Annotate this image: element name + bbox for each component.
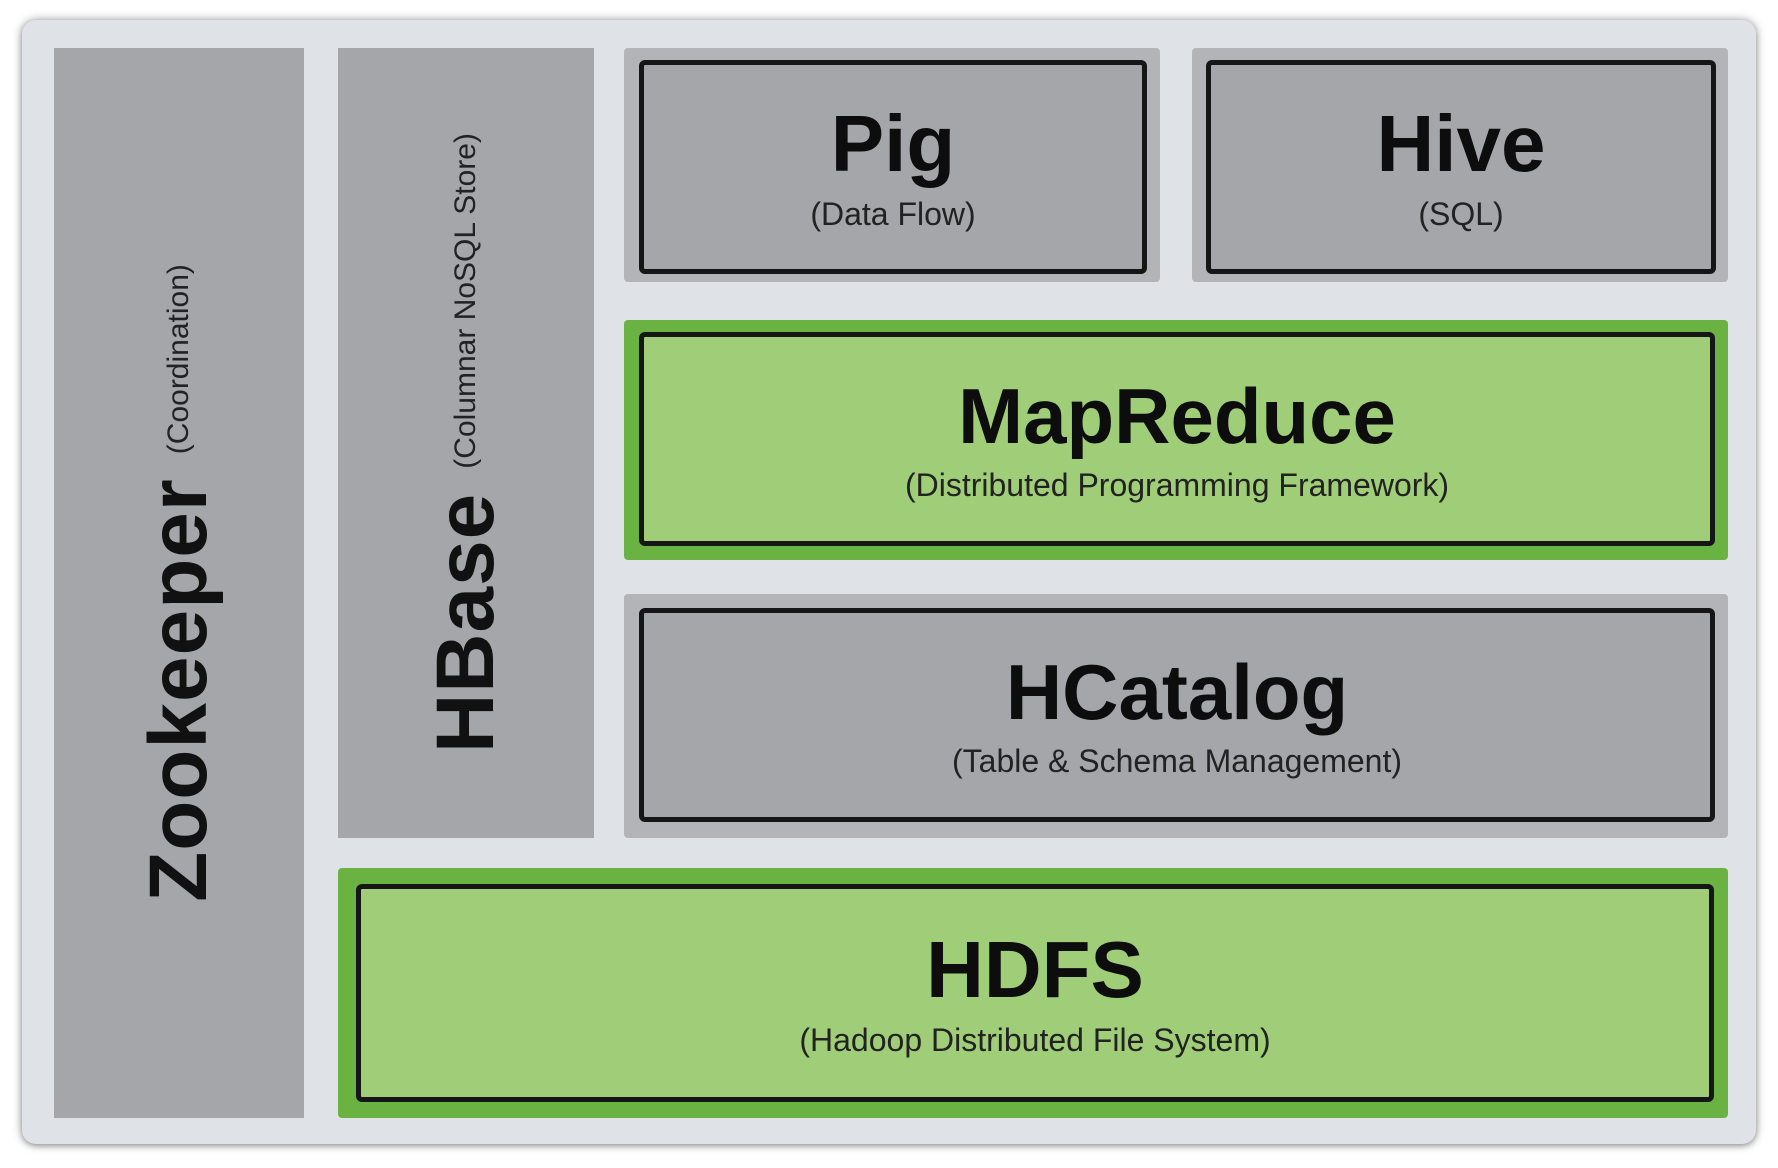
hive-subtitle: (SQL) <box>1418 196 1504 232</box>
mapreduce-block: MapReduce (Distributed Programming Frame… <box>639 332 1715 546</box>
pig-title: Pig <box>830 99 956 188</box>
hbase-title: HBase <box>420 492 511 753</box>
mapreduce-block-frame: MapReduce (Distributed Programming Frame… <box>624 320 1728 560</box>
zookeeper-label-group: Zookeeper (Coordination) <box>132 264 226 902</box>
hadoop-ecosystem-diagram: Zookeeper (Coordination) HBase (Columnar… <box>22 20 1756 1144</box>
zookeeper-subtitle: (Coordination) <box>162 264 195 455</box>
hdfs-title: HDFS <box>926 925 1144 1014</box>
hbase-subtitle: (Columnar NoSQL Store) <box>449 133 482 469</box>
hcatalog-block: HCatalog (Table & Schema Management) <box>639 608 1715 822</box>
hdfs-subtitle: (Hadoop Distributed File System) <box>799 1022 1271 1058</box>
hcatalog-title: HCatalog <box>1005 648 1349 736</box>
hbase-label-group: HBase (Columnar NoSQL Store) <box>419 133 513 753</box>
zookeeper-title: Zookeeper <box>133 478 224 902</box>
hive-block-frame: Hive (SQL) <box>1192 48 1728 282</box>
pig-block: Pig (Data Flow) <box>639 60 1147 274</box>
hive-title: Hive <box>1376 99 1546 188</box>
hcatalog-subtitle: (Table & Schema Management) <box>952 743 1402 779</box>
hbase-block: HBase (Columnar NoSQL Store) <box>338 48 594 838</box>
hdfs-block: HDFS (Hadoop Distributed File System) <box>356 884 1714 1102</box>
hdfs-block-frame: HDFS (Hadoop Distributed File System) <box>338 868 1728 1118</box>
hcatalog-block-frame: HCatalog (Table & Schema Management) <box>624 594 1728 838</box>
pig-subtitle: (Data Flow) <box>810 196 976 232</box>
hive-block: Hive (SQL) <box>1206 60 1716 274</box>
mapreduce-title: MapReduce <box>958 372 1396 460</box>
zookeeper-block: Zookeeper (Coordination) <box>54 48 304 1118</box>
pig-block-frame: Pig (Data Flow) <box>624 48 1160 282</box>
mapreduce-subtitle: (Distributed Programming Framework) <box>904 467 1450 503</box>
